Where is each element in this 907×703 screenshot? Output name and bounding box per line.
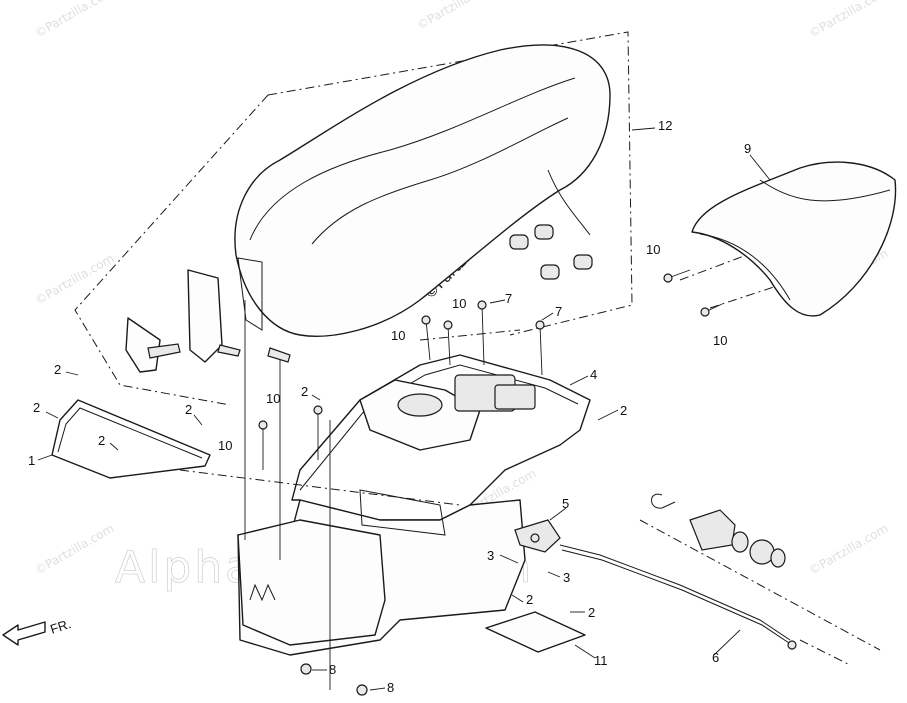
hinge-bracket-part bbox=[125, 269, 291, 373]
callout-10: 10 bbox=[218, 438, 232, 453]
front-direction-arrow: FR. bbox=[2, 616, 73, 646]
callout-11: 11 bbox=[594, 653, 608, 668]
callout-10: 10 bbox=[391, 328, 405, 343]
watermark-top-mid: ©Partzilla.com bbox=[415, 0, 499, 33]
storage-box-part bbox=[237, 374, 536, 656]
rear-bar-part bbox=[51, 399, 211, 479]
watermark-top-right: ©Partzilla.com bbox=[807, 0, 891, 41]
callout-4: 4 bbox=[590, 367, 597, 382]
callout-10: 10 bbox=[452, 296, 466, 311]
callout-numbers: 1 2 2 2 2 2 2 2 2 3 3 4 5 6 7 7 8 8 9 10… bbox=[28, 118, 751, 695]
watermark-left-low: ©Partzilla.com bbox=[33, 521, 117, 578]
cable-part bbox=[559, 544, 797, 650]
watermark-left-mid: ©Partzilla.com bbox=[33, 251, 117, 308]
rear-seat-pad-part bbox=[691, 161, 897, 317]
seat-assembly-outline bbox=[74, 31, 633, 406]
callout-2: 2 bbox=[185, 402, 192, 417]
watermark-top-left: ©Partzilla.com bbox=[33, 0, 117, 41]
callout-7: 7 bbox=[505, 291, 512, 306]
callout-10: 10 bbox=[646, 242, 660, 257]
linkage-line-upper bbox=[179, 469, 461, 506]
callout-2: 2 bbox=[33, 400, 40, 415]
callout-2: 2 bbox=[588, 605, 595, 620]
callout-10: 10 bbox=[266, 391, 280, 406]
callout-6: 6 bbox=[712, 650, 719, 665]
watermark-right-low: ©Partzilla.com bbox=[807, 521, 891, 578]
callout-2: 2 bbox=[620, 403, 627, 418]
linkage-line-right bbox=[639, 519, 881, 666]
front-direction-label: FR. bbox=[48, 616, 73, 637]
callout-leaders bbox=[37, 127, 771, 691]
callout-5: 5 bbox=[562, 496, 569, 511]
callout-3: 3 bbox=[563, 570, 570, 585]
callout-2: 2 bbox=[301, 384, 308, 399]
latch-bracket-part bbox=[514, 519, 561, 553]
callout-2: 2 bbox=[54, 362, 61, 377]
callout-8: 8 bbox=[387, 680, 394, 695]
grommet-group bbox=[509, 224, 593, 280]
callout-3: 3 bbox=[487, 548, 494, 563]
bolt-group bbox=[244, 269, 723, 696]
callout-2: 2 bbox=[98, 433, 105, 448]
callout-9: 9 bbox=[744, 141, 751, 156]
callout-1: 1 bbox=[28, 453, 35, 468]
callout-7: 7 bbox=[555, 304, 562, 319]
callout-12: 12 bbox=[658, 118, 672, 133]
callout-10: 10 bbox=[713, 333, 727, 348]
callout-8: 8 bbox=[329, 662, 336, 677]
seat-cover-part bbox=[234, 44, 611, 337]
cover-plate-part bbox=[485, 611, 586, 653]
callout-2: 2 bbox=[526, 592, 533, 607]
lock-assembly-part bbox=[651, 493, 786, 568]
